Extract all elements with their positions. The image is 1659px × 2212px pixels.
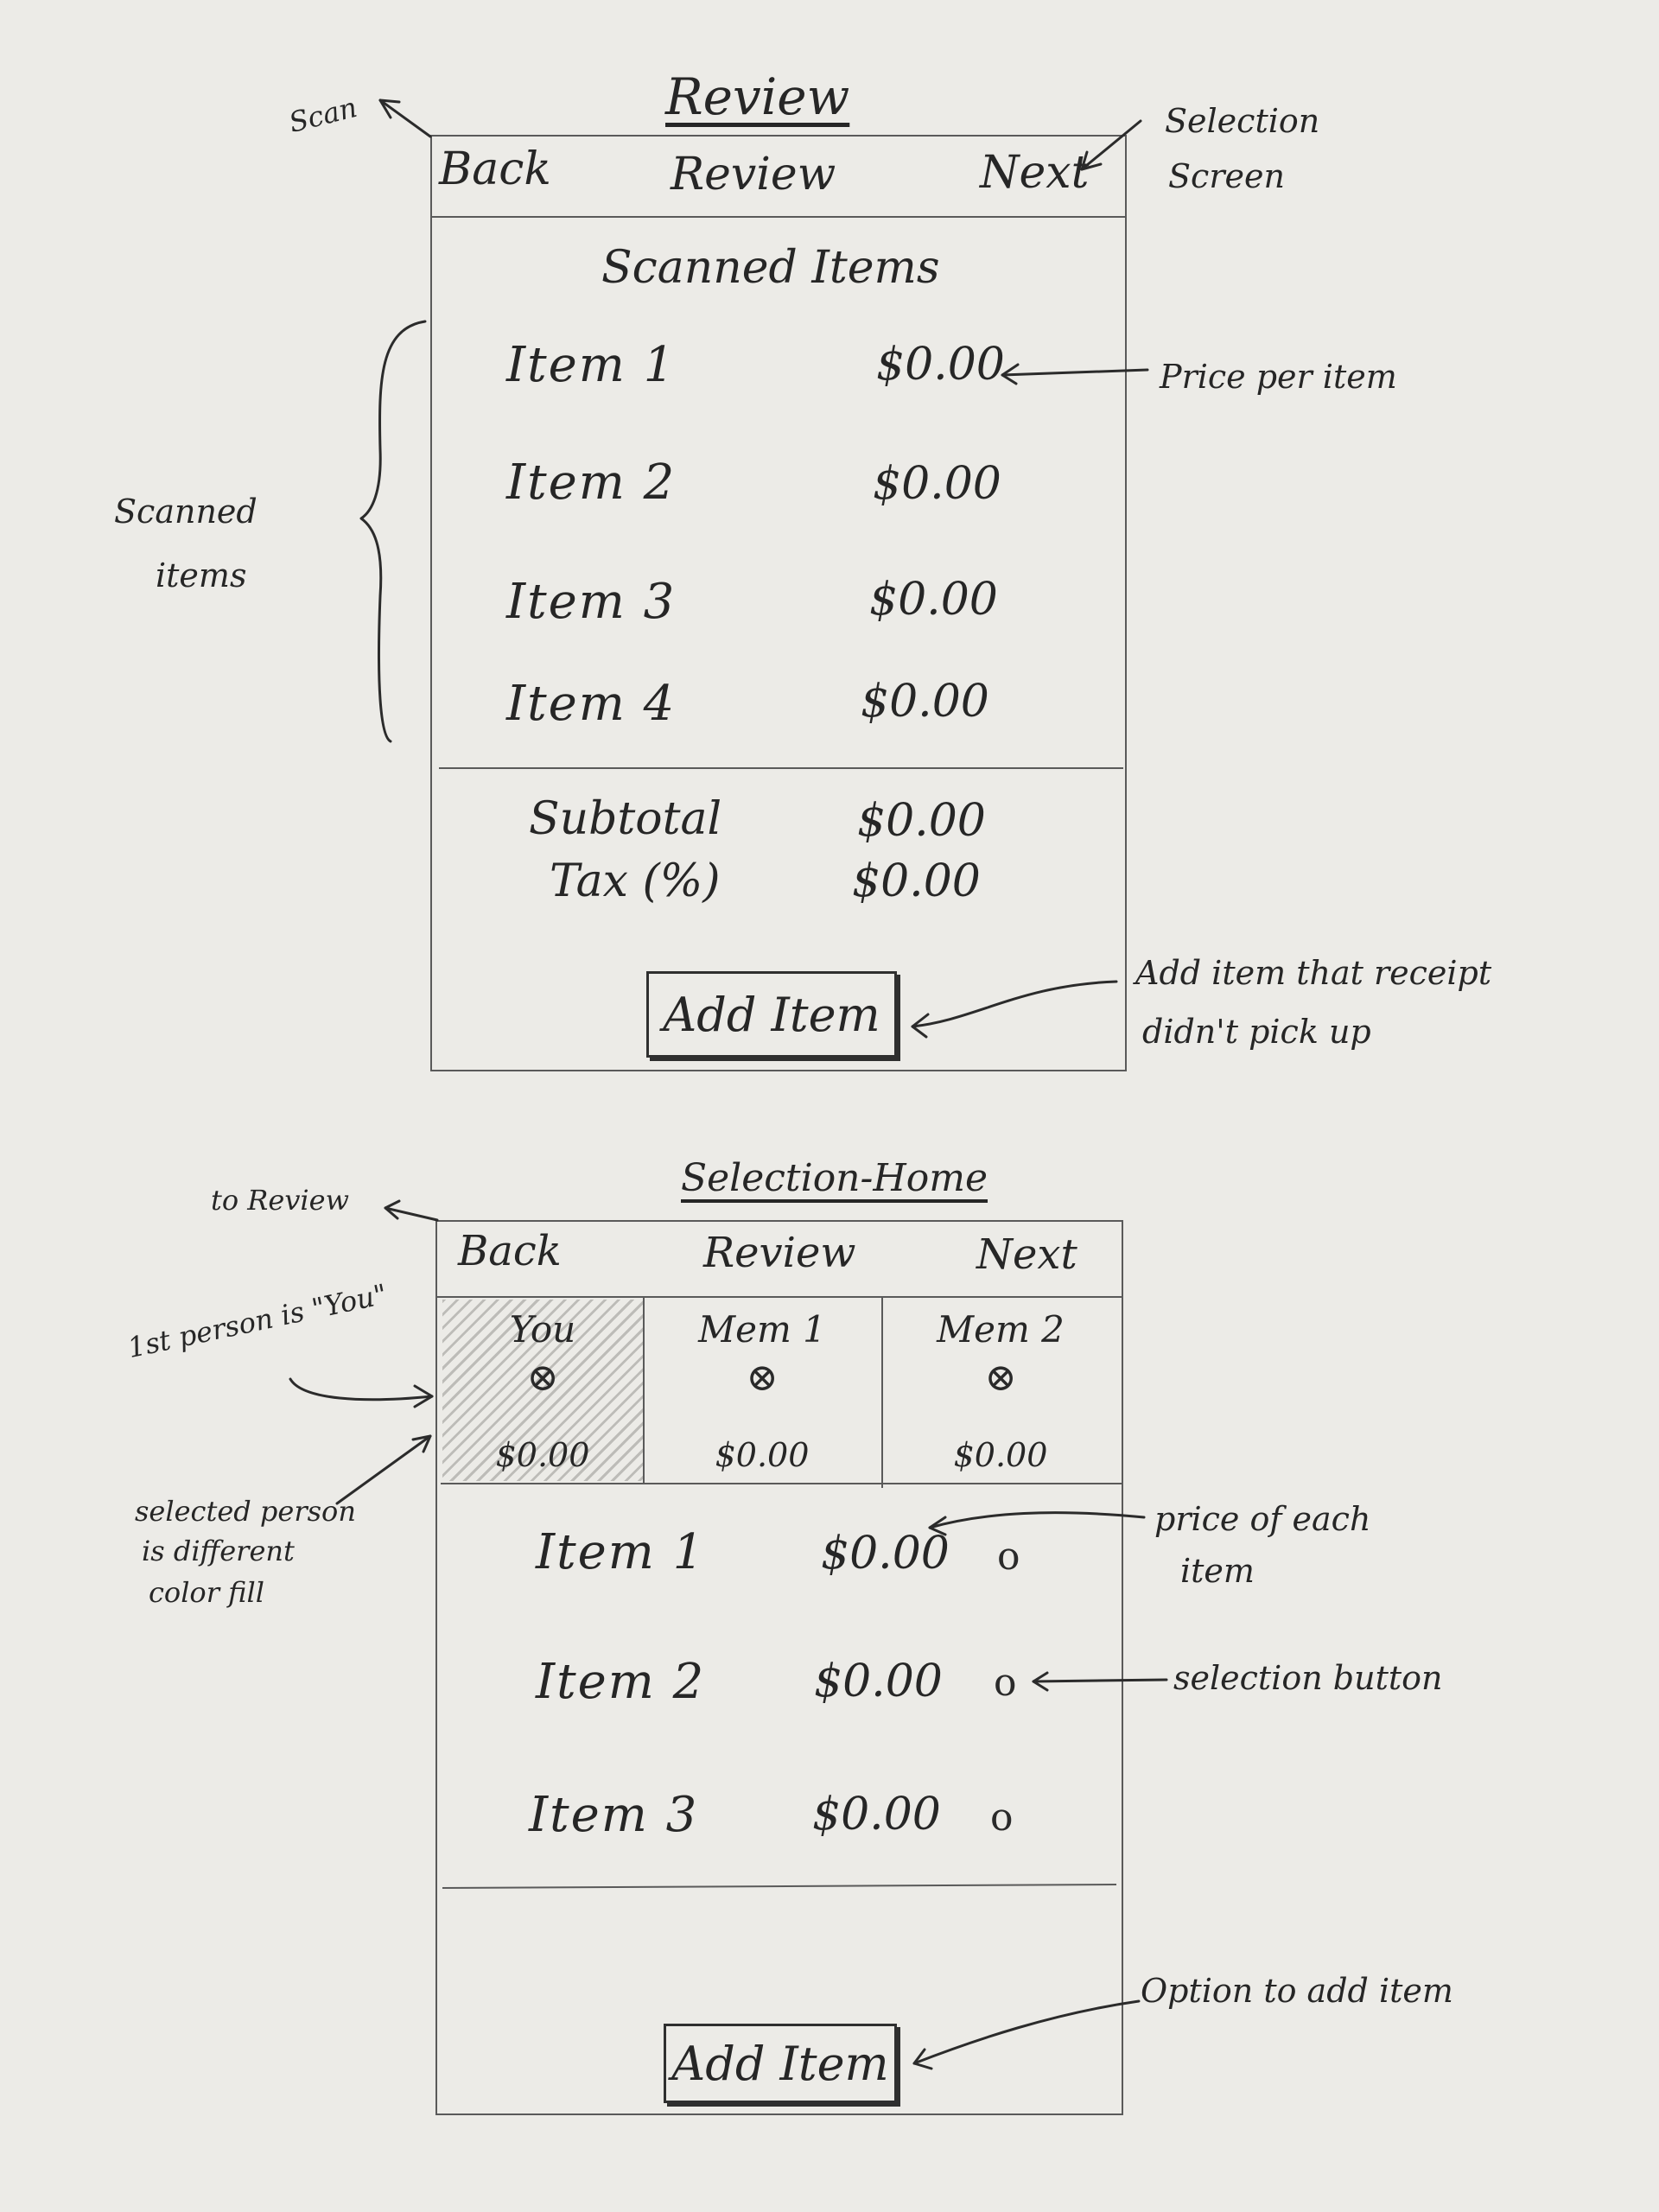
review-item-name: Item 2 [506, 454, 677, 511]
price-each-note-2: item [1180, 1552, 1255, 1590]
selection-item-name: Item 3 [529, 1787, 699, 1843]
first-person-arrow [289, 1377, 434, 1402]
subtotal-value: $0.00 [857, 795, 986, 847]
review-item-name: Item 4 [506, 676, 677, 732]
remove-member-icon[interactable]: ⊗ [526, 1356, 559, 1400]
scan-arrow [378, 99, 432, 138]
member-tile[interactable]: Mem 1 ⊗ $0.00 [645, 1300, 880, 1481]
member-total: $0.00 [953, 1436, 1048, 1474]
tax-label: Tax (%) [550, 855, 721, 907]
item-selection-button[interactable]: o [994, 1661, 1017, 1705]
selection-item-price: $0.00 [814, 1656, 943, 1707]
selected-person-note-3: color fill [149, 1576, 264, 1609]
to-review-note: to Review [211, 1184, 349, 1217]
selection-back-button[interactable]: Back [458, 1227, 562, 1275]
selection-item-price: $0.00 [812, 1789, 941, 1840]
review-item-name: Item 3 [506, 574, 677, 630]
subtotal-label: Subtotal [529, 793, 722, 845]
member-total: $0.00 [495, 1436, 590, 1474]
review-screen-frame [430, 135, 1127, 1071]
item-selection-button[interactable]: o [997, 1535, 1020, 1579]
selection-button-note: selection button [1173, 1659, 1443, 1697]
remove-member-icon[interactable]: ⊗ [746, 1356, 779, 1400]
selection-nav-divider [437, 1296, 1122, 1298]
scan-note: Scan [285, 90, 360, 140]
member-name: Mem 2 [937, 1308, 1065, 1351]
selection-add-item-button[interactable]: Add Item [664, 2024, 897, 2103]
selection-screen-note-2: Screen [1168, 157, 1285, 195]
review-item-price: $0.00 [876, 339, 1005, 391]
selection-screen-note-1: Selection [1165, 102, 1320, 140]
selection-screen-frame [435, 1220, 1123, 2115]
review-nav-divider [432, 216, 1125, 218]
review-screen-title: Review [665, 67, 850, 126]
remove-member-icon[interactable]: ⊗ [984, 1356, 1017, 1400]
members-divider [441, 1483, 1122, 1484]
scanned-items-note-2: items [156, 556, 247, 594]
selection-item-price: $0.00 [821, 1528, 950, 1580]
review-item-price: $0.00 [869, 574, 998, 626]
selection-screen-title: Selection-Home [681, 1156, 988, 1200]
tax-value: $0.00 [852, 855, 981, 907]
scanned-items-note-1: Scanned [114, 493, 257, 531]
review-item-price: $0.00 [873, 458, 1001, 510]
member-tile-you-selected[interactable]: You ⊗ $0.00 [442, 1300, 643, 1481]
selected-person-note-1: selected person [135, 1495, 356, 1528]
scanned-items-brace [359, 320, 427, 743]
scanned-items-heading: Scanned Items [601, 242, 940, 294]
selection-item-name: Item 1 [536, 1524, 706, 1580]
review-next-button[interactable]: Next [980, 147, 1090, 199]
member-name: You [509, 1308, 576, 1351]
review-item-price: $0.00 [861, 676, 989, 728]
item-selection-button[interactable]: o [990, 1796, 1014, 1840]
add-item-note-2: didn't pick up [1142, 1013, 1371, 1051]
price-each-note-1: price of each [1154, 1500, 1371, 1538]
review-nav-title: Review [671, 149, 836, 200]
member-divider [881, 1298, 883, 1488]
price-per-item-note: Price per item [1160, 358, 1397, 396]
option-add-note: Option to add item [1141, 1972, 1453, 2010]
review-item-name: Item 1 [506, 337, 677, 393]
selection-next-button[interactable]: Next [976, 1230, 1077, 1279]
member-name: Mem 1 [698, 1308, 826, 1351]
review-totals-divider [439, 767, 1123, 769]
member-tile[interactable]: Mem 2 ⊗ $0.00 [883, 1300, 1118, 1481]
selected-person-note-2: is different [142, 1535, 295, 1567]
selection-item-name: Item 2 [536, 1654, 706, 1710]
to-review-arrow [384, 1206, 439, 1222]
add-item-note-1: Add item that receipt [1135, 954, 1492, 992]
member-total: $0.00 [715, 1436, 810, 1474]
review-add-item-button[interactable]: Add Item [646, 971, 897, 1058]
review-back-button[interactable]: Back [439, 143, 551, 195]
first-person-note: 1st person is "You" [124, 1277, 391, 1365]
member-divider [643, 1298, 645, 1483]
selection-nav-title: Review [703, 1229, 856, 1277]
